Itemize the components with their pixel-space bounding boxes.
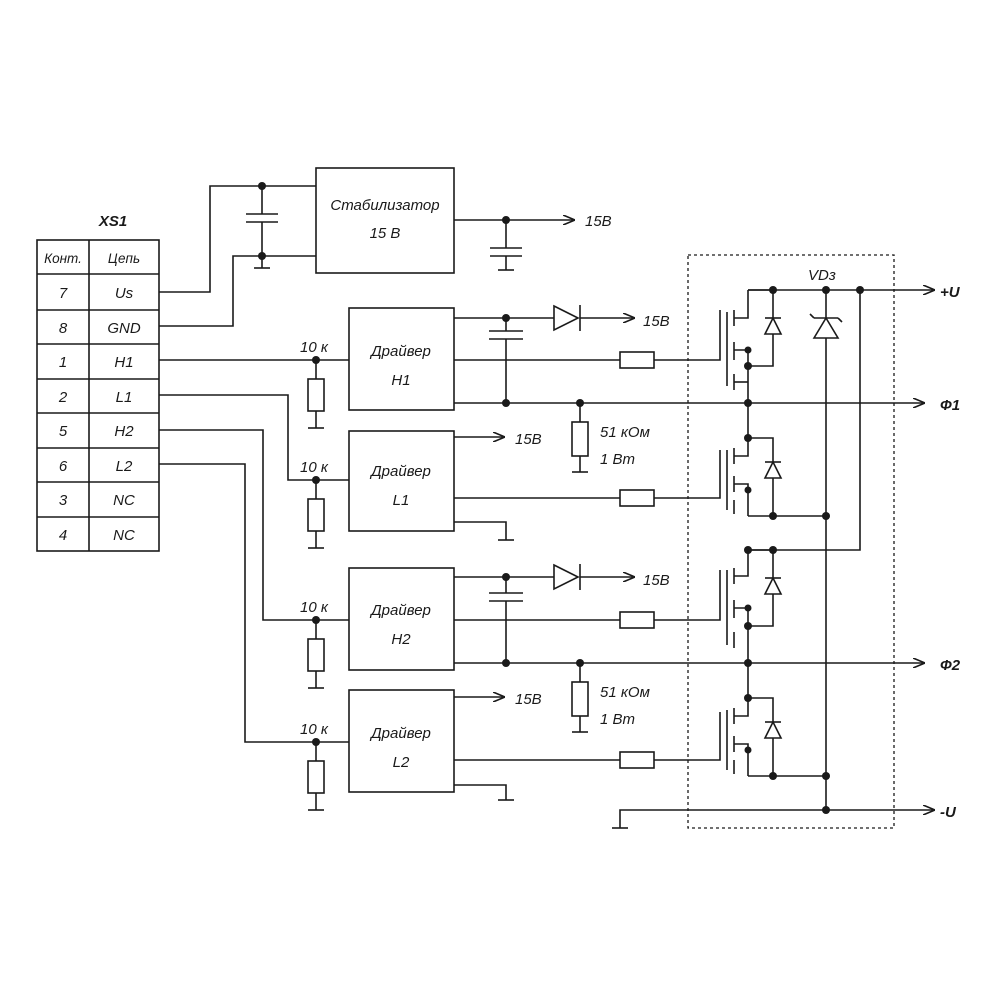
pin-circuit: H2 <box>114 423 134 440</box>
output-plus-u: +U <box>940 284 961 301</box>
stabilizer-voltage: 15 В <box>370 225 401 242</box>
connector-xs1: XS1 Конт. Цепь 7 Us 8 GND 1 H1 2 L1 5 H2… <box>36 213 160 552</box>
pin-number: 2 <box>58 389 68 406</box>
pin-circuit: L2 <box>116 458 133 475</box>
mosfet-h2 <box>726 546 783 663</box>
driver-h1: Драйвер H1 <box>348 307 455 411</box>
stabilizer-section: Стабилизатор 15 В 15В <box>159 167 612 327</box>
supply-15v-label: 15В <box>643 572 670 589</box>
power-module-outline <box>687 254 895 829</box>
mosfet-l2 <box>726 663 830 780</box>
driver-h2-outputs: 15В 51 кОм 1 Вт <box>454 563 925 733</box>
pin-number: 6 <box>59 458 68 475</box>
supply-15v-label: 15В <box>585 213 612 230</box>
pin-circuit: NC <box>113 527 135 544</box>
driver-id: H2 <box>391 631 411 648</box>
connector-title: XS1 <box>98 213 127 230</box>
load-resistor-power: 1 Вт <box>600 451 635 468</box>
driver-title: Драйвер <box>369 463 431 480</box>
driver-title: Драйвер <box>369 725 431 742</box>
load-resistor-value: 51 кОм <box>600 684 650 701</box>
diode-label: VDз <box>808 267 836 284</box>
pin-number: 3 <box>59 492 68 509</box>
output-phase-1: Ф1 <box>940 397 960 414</box>
resistor-label: 10 к <box>300 459 329 476</box>
supply-15v-label: 15В <box>643 313 670 330</box>
pin-number: 1 <box>59 354 67 371</box>
pin-number: 7 <box>59 285 68 302</box>
driver-l2-outputs: 15В <box>454 691 721 801</box>
driver-title: Драйвер <box>369 602 431 619</box>
driver-h2: Драйвер H2 <box>348 567 455 671</box>
output-minus-u: -U <box>940 804 957 821</box>
supply-15v-label: 15В <box>515 431 542 448</box>
pin-circuit: NC <box>113 492 135 509</box>
mosfet-h1 <box>726 286 783 403</box>
driver-l2: Драйвер L2 <box>348 689 455 793</box>
output-phase-2: Ф2 <box>940 657 961 674</box>
driver-h1-outputs: 15В 51 кОм 1 Вт <box>454 304 925 473</box>
stabilizer-block <box>315 167 455 274</box>
pin-circuit: L1 <box>116 389 133 406</box>
resistor-label: 10 к <box>300 599 329 616</box>
resistor-label: 10 к <box>300 721 329 738</box>
driver-l1: Драйвер L1 <box>348 430 455 532</box>
pin-number: 8 <box>59 320 68 337</box>
driver-id: H1 <box>391 372 410 389</box>
load-resistor-value: 51 кОм <box>600 424 650 441</box>
input-resistors: 10 к 10 к 10 к 10 к <box>300 339 329 811</box>
stabilizer-title: Стабилизатор <box>330 197 439 214</box>
driver-title: Драйвер <box>369 343 431 360</box>
supply-15v-label: 15В <box>515 691 542 708</box>
driver-id: L2 <box>393 754 410 771</box>
connector-header-contact: Конт. <box>44 251 82 266</box>
pin-circuit: Us <box>115 285 134 302</box>
pin-number: 4 <box>59 527 67 544</box>
protective-diode-vdz: VDз <box>808 267 843 810</box>
load-resistor-power: 1 Вт <box>600 711 635 728</box>
pin-circuit: GND <box>107 320 141 337</box>
pin-number: 5 <box>59 423 68 440</box>
mosfet-l1 <box>726 403 830 520</box>
input-wiring <box>159 359 349 743</box>
connector-rows: 7 Us 8 GND 1 H1 2 L1 5 H2 6 L2 3 NC 4 NC <box>58 285 141 544</box>
driver-l1-outputs: 15В <box>454 431 721 541</box>
resistor-label: 10 к <box>300 339 329 356</box>
driver-id: L1 <box>393 492 410 509</box>
pin-circuit: H1 <box>114 354 133 371</box>
connector-header-circuit: Цепь <box>108 251 140 266</box>
